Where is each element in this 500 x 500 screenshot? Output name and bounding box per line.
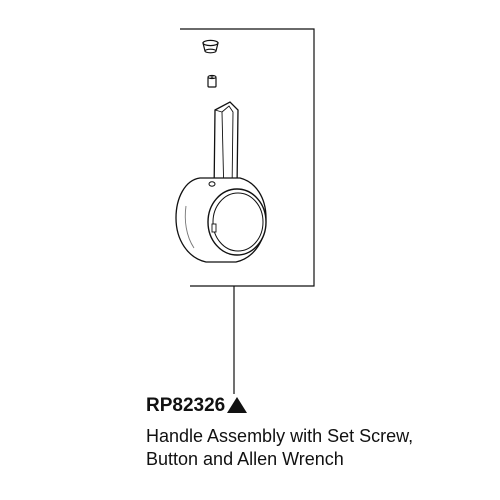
part-description-line-1: Handle Assembly with Set Screw,	[146, 426, 414, 446]
handle-assembly-icon	[175, 101, 267, 263]
button-cap-icon	[202, 39, 219, 54]
part-description-line-2: Button and Allen Wrench	[146, 449, 344, 469]
part-number: RP82326	[146, 395, 226, 416]
solid-triangle-icon	[227, 397, 248, 413]
parts-bracket	[180, 28, 315, 287]
set-screw-icon	[207, 74, 217, 88]
part-number-label: RP82326	[146, 393, 248, 419]
